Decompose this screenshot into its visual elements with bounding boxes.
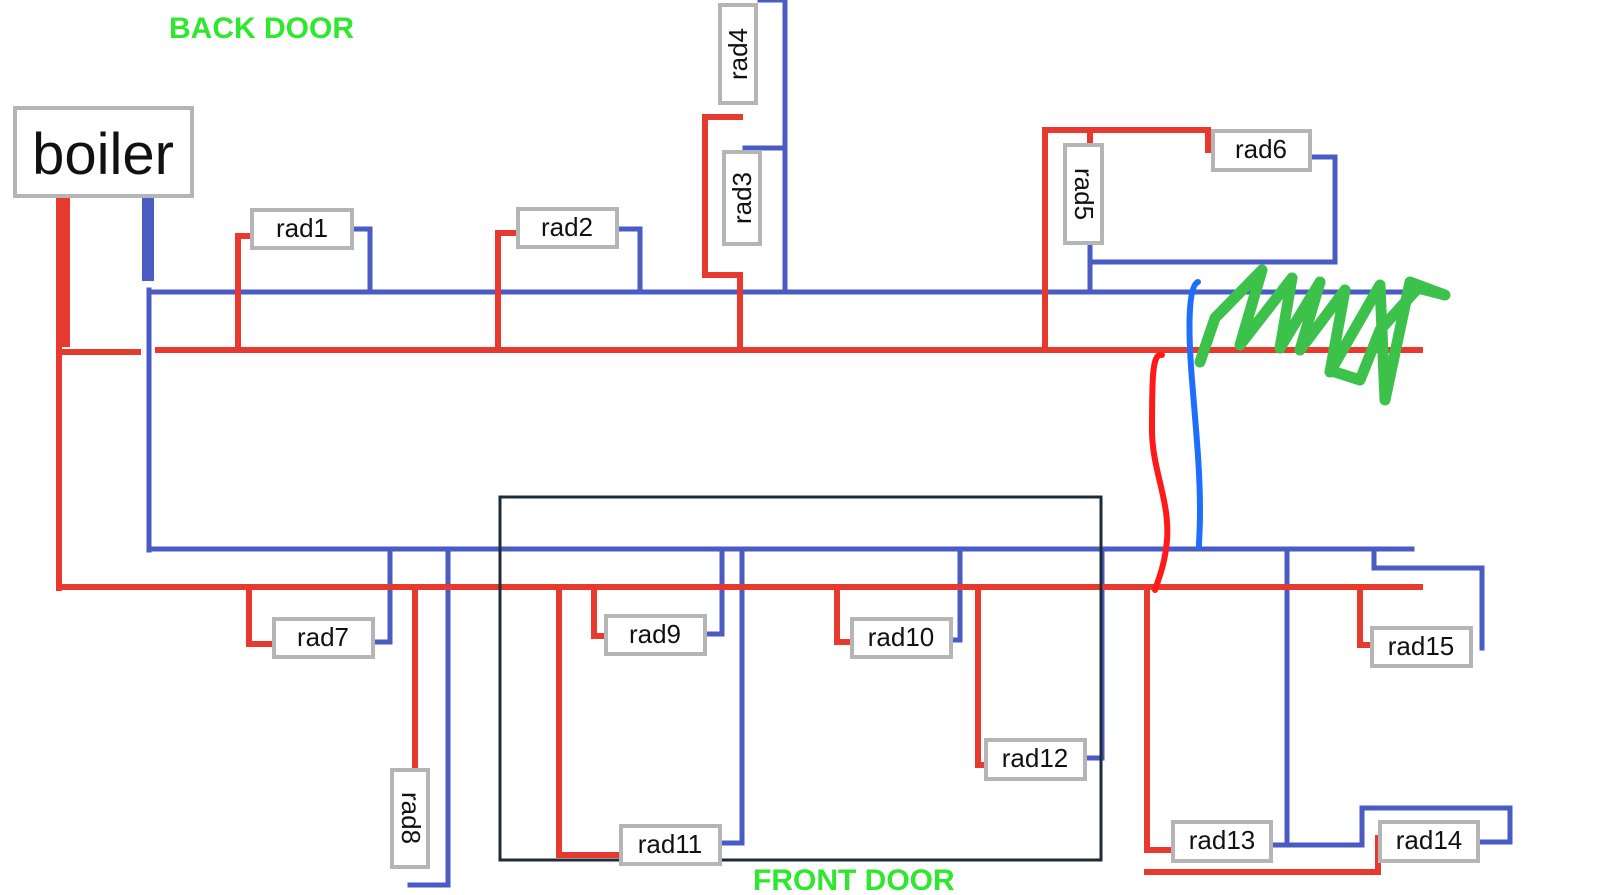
bypass-flow-pipe [1148, 351, 1171, 593]
rad1-return [349, 226, 373, 295]
back-door-label: BACK DOOR [169, 12, 354, 45]
rad13-flow [1144, 584, 1173, 853]
rad12-label: rad12 [1002, 743, 1069, 773]
rad1-flow [235, 233, 255, 353]
rad8-label: rad8 [396, 792, 426, 844]
rad15-flow [1357, 584, 1373, 648]
rad14-label: rad14 [1396, 825, 1463, 855]
boiler-box-frame [13, 106, 194, 198]
rad15-box: rad15 [1370, 626, 1473, 668]
front-door-room-frame [498, 495, 1103, 862]
rad5-rad6-flow [1042, 127, 1211, 353]
rad1-box-frame [250, 208, 354, 250]
rad8-box-frame [390, 768, 430, 869]
rad15-box-frame [1370, 626, 1473, 668]
rad11-box: rad11 [619, 824, 722, 866]
front-door-label: FRONT DOOR [753, 864, 955, 895]
rad14-box: rad14 [1378, 820, 1480, 863]
rad12-box-frame [984, 738, 1087, 781]
rad13-rad14-return [1284, 546, 1513, 848]
rad7-flow [246, 584, 275, 647]
boiler-label: boiler [32, 122, 174, 187]
rad12-return [1082, 546, 1105, 761]
rad6-box-frame [1211, 129, 1312, 172]
rad10-return [947, 546, 963, 643]
rad11-flow [556, 584, 620, 858]
rad9-label: rad9 [629, 619, 681, 649]
rad14-box-frame [1378, 820, 1480, 863]
rad13-box: rad13 [1171, 820, 1273, 863]
rad7-return [374, 546, 393, 645]
boiler-box: boiler [13, 106, 194, 198]
rad10-flow [834, 584, 851, 645]
rad9-box: rad9 [604, 614, 707, 656]
green-scribble [1194, 264, 1451, 406]
bypass-return-pipe [1186, 279, 1204, 549]
rad4-label: rad4 [723, 28, 753, 80]
rad15-return [1371, 546, 1485, 651]
rad10-label: rad10 [868, 622, 935, 652]
rad1-label: rad1 [276, 213, 328, 243]
rad12-box: rad12 [984, 738, 1087, 781]
rad9-flow [591, 584, 605, 639]
rad2-box: rad2 [516, 207, 619, 249]
rad7-box: rad7 [272, 617, 375, 659]
rad2-box-frame [516, 207, 619, 249]
flow-pipes [56, 114, 1423, 875]
rad6-box: rad6 [1211, 129, 1312, 172]
rad13-box-frame [1171, 820, 1273, 863]
rad8-return [407, 546, 451, 888]
rad1-box: rad1 [250, 208, 354, 250]
rad2-label: rad2 [541, 212, 593, 242]
rad6-return [1087, 154, 1338, 265]
rad5-box-frame [1063, 143, 1104, 245]
rad9-box-frame [604, 614, 707, 656]
rad3-box-frame [722, 150, 762, 246]
rad6-label: rad6 [1235, 134, 1287, 164]
rad10-box: rad10 [850, 617, 953, 659]
rad12-flow [975, 584, 988, 768]
rad8-box: rad8 [390, 768, 430, 869]
rad4-box-frame [718, 3, 758, 105]
rad7-label: rad7 [297, 622, 349, 652]
rad11-return [717, 546, 745, 846]
rad15-label: rad15 [1388, 631, 1455, 661]
rad4-return [757, 0, 788, 151]
rad11-label: rad11 [638, 829, 703, 859]
rad5-box: rad5 [1063, 143, 1104, 245]
rad5-label: rad5 [1069, 168, 1099, 220]
rad4-box: rad4 [718, 3, 758, 105]
rad3-box: rad3 [722, 150, 762, 246]
rad9-return [702, 546, 725, 637]
rad3-rad4-flow [702, 114, 743, 353]
rad2-return [614, 226, 643, 295]
rad10-box-frame [850, 617, 953, 659]
rad3-label: rad3 [727, 172, 757, 224]
rad2-flow [495, 230, 521, 353]
rad11-box-frame [619, 824, 722, 866]
return-pipes [142, 0, 1513, 888]
rad7-box-frame [272, 617, 375, 659]
rad13-label: rad13 [1189, 825, 1256, 855]
